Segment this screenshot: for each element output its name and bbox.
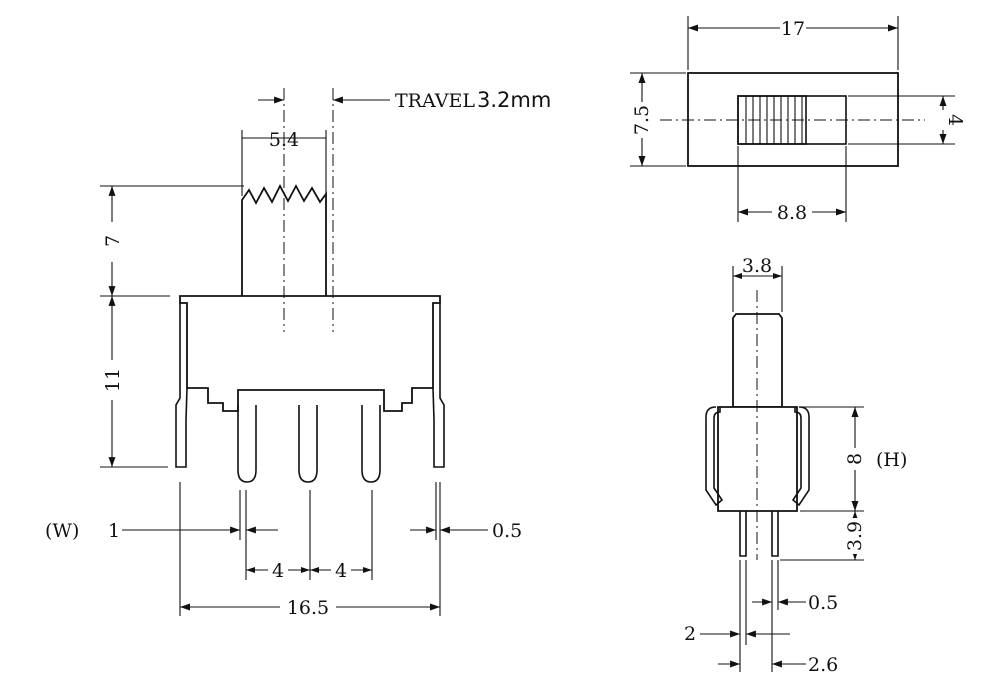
dim-4-first: 4 xyxy=(272,560,284,582)
side-clip xyxy=(705,406,724,507)
dim-0-5-side: 0.5 xyxy=(808,592,838,614)
side-housing xyxy=(717,406,798,512)
left-bracket xyxy=(175,303,188,468)
dim-17: 17 xyxy=(781,18,805,40)
top-view: 17 7.5 4 8.8 xyxy=(630,16,966,224)
dim-0-5-front: 0.5 xyxy=(492,520,522,542)
dim-4-top: 4 xyxy=(944,114,966,126)
pin-middle xyxy=(298,405,318,483)
side-view: 3.8 8 (H) 3.9 0.5 2 2.6 xyxy=(684,255,907,676)
dim-2-6: 2.6 xyxy=(808,654,838,676)
travel-label: TRAVEL xyxy=(395,90,475,112)
side-pins xyxy=(739,511,779,557)
front-view: 5.4 TRAVEL 3.2mm 7 11 (W) 1 0.5 xyxy=(45,88,551,619)
dim-h-label: (H) xyxy=(876,449,907,471)
dim-3-8: 3.8 xyxy=(742,255,772,277)
dim-11: 11 xyxy=(102,368,124,392)
dim-8-8: 8.8 xyxy=(777,202,807,224)
switch-housing xyxy=(179,295,441,412)
dim-16-5: 16.5 xyxy=(287,597,329,619)
dim-3-9: 3.9 xyxy=(844,521,866,551)
dim-2: 2 xyxy=(684,623,696,645)
travel-value: 3.2mm xyxy=(477,88,551,112)
dim-8: 8 xyxy=(844,453,866,465)
dim-w-label: (W) xyxy=(45,520,79,542)
dim-5-4: 5.4 xyxy=(269,129,299,151)
pin-left xyxy=(237,405,257,483)
dim-7-5: 7.5 xyxy=(631,105,653,135)
dim-4-second: 4 xyxy=(335,560,347,582)
right-bracket xyxy=(432,303,445,468)
dim-7: 7 xyxy=(102,235,124,247)
dim-1: 1 xyxy=(108,520,120,542)
pin-right xyxy=(361,405,381,483)
